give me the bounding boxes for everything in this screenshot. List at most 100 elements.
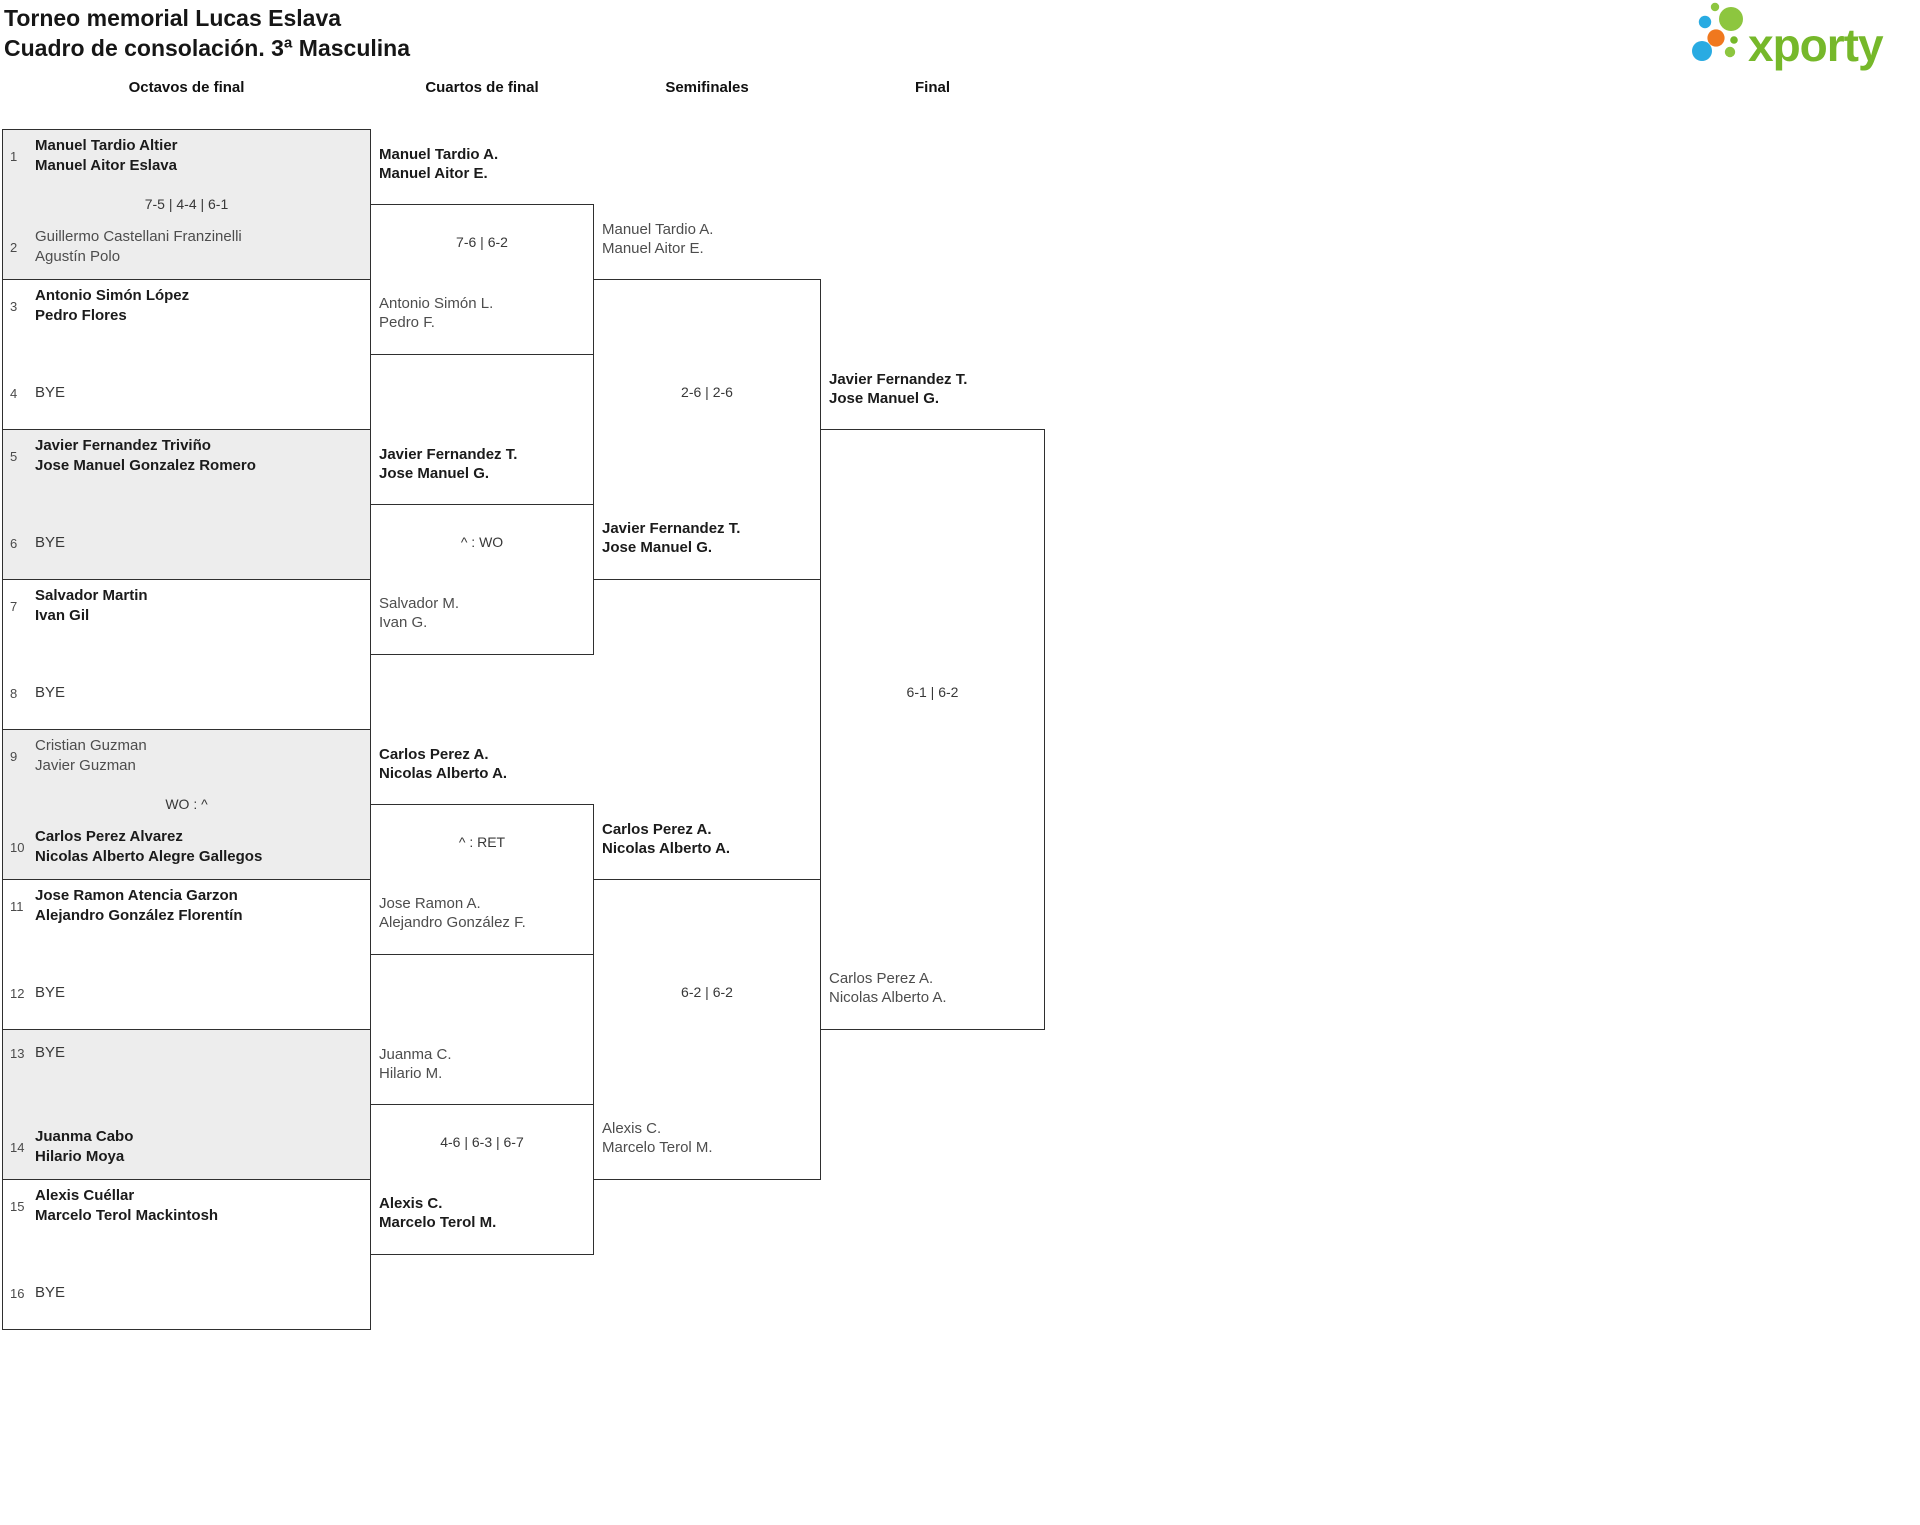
player-name: Javier Fernandez T. [602,520,741,537]
player-name: Hilario M. [379,1065,443,1082]
logo-dot [1698,15,1712,29]
xporty-logo[interactable]: xporty [1684,0,1920,72]
logo-dot [1692,41,1712,61]
player-name: Carlos Perez A. [829,970,934,987]
player-name: Jose Ramon Atencia Garzon [35,887,238,904]
player-name: Alejandro González Florentín [35,907,243,924]
team-names: Jose Ramon Atencia Garzon Alejandro Gonz… [35,886,243,926]
team-names: Alexis Cuéllar Marcelo Terol Mackintosh [35,1186,218,1226]
seed-number: 13 [10,1045,25,1061]
player-name: Ivan G. [379,614,428,631]
team-names: Jose Ramon A. Alejandro González F. [379,894,526,932]
player-name: Alejandro González F. [379,914,526,931]
team-names: Alexis C. Marcelo Terol M. [602,1119,713,1157]
team-entry: 2 Guillermo Castellani Franzinelli Agust… [10,227,363,267]
seed-number: 4 [10,385,18,401]
team-names: Javier Fernandez T. Jose Manuel G. [602,519,740,557]
player-name: Antonio Simón L. [379,295,494,312]
player-name: Nicolas Alberto Alegre Gallegos [35,848,263,865]
match-score: WO : ^ [165,796,208,812]
match-score: 6-1 | 6-2 [906,683,959,700]
team-entry: 1 Manuel Tardio Altier Manuel Aitor Esla… [10,136,363,176]
match-score: 4-6 | 6-3 | 6-7 [440,1133,524,1150]
r16-match-8: 15 Alexis Cuéllar Marcelo Terol Mackinto… [2,1179,371,1330]
seed-number: 16 [10,1285,25,1301]
player-name: Guillermo Castellani Franzinelli [35,228,242,245]
player-name: Carlos Perez A. [379,746,489,763]
team-names: Alexis C. Marcelo Terol M. [379,1194,496,1232]
team-names: Juanma C. Hilario M. [379,1045,452,1083]
team-names: Manuel Tardio A. Manuel Aitor E. [602,220,713,258]
team-entry: 15 Alexis Cuéllar Marcelo Terol Mackinto… [10,1186,363,1226]
r16-match-3: 5 Javier Fernandez Triviño Jose Manuel G… [2,429,371,580]
player-name: Jose Ramon A. [379,895,481,912]
team-entry: 9 Cristian Guzman Javier Guzman [10,736,363,776]
seed-number: 6 [10,535,18,551]
player-name: Marcelo Terol Mackintosh [35,1207,219,1224]
team-entry: 5 Javier Fernandez Triviño Jose Manuel G… [10,436,363,476]
logo-dot [1730,36,1738,44]
player-name: Salvador Martin [35,587,148,604]
bye-label: BYE [35,1044,66,1061]
draw-name: Cuadro de consolación. 3ª Masculina [4,35,410,61]
match-score: 2-6 | 2-6 [681,383,733,400]
tournament-name: Torneo memorial Lucas Eslava [4,5,342,31]
round-header-cuartos: Cuartos de final [425,79,539,96]
player-name: Jose Manuel Gonzalez Romero [35,457,256,474]
player-name: Manuel Aitor Eslava [35,157,177,174]
seed-number: 1 [10,148,18,164]
team-entry: 13 BYE [10,1043,363,1063]
r16-match-1: 1 Manuel Tardio Altier Manuel Aitor Esla… [2,129,371,280]
bye-label: BYE [35,1284,66,1301]
team-names: Manuel Tardio A. Manuel Aitor E. [379,145,498,183]
logo-dot [1719,7,1743,31]
sf-match-2: Carlos Perez A. Nicolas Alberto A. 6-2 |… [593,821,821,1180]
team-names: Carlos Perez A. Nicolas Alberto A. [602,820,730,858]
player-name: Carlos Perez A. [602,821,712,838]
team-names: Guillermo Castellani Franzinelli Agustín… [35,227,242,267]
seed-number: 10 [10,839,25,855]
player-name: Juanma C. [379,1046,452,1063]
r16-match-6: 11 Jose Ramon Atencia Garzon Alejandro G… [2,879,371,1030]
match-score: 6-2 | 6-2 [681,983,733,1000]
player-name: Carlos Perez Alvarez [35,828,183,845]
logo-dot [1710,2,1720,12]
r16-match-5: 9 Cristian Guzman Javier Guzman WO : ^ 1… [2,729,371,880]
team-entry: 4 BYE [10,383,363,403]
seed-number: 8 [10,685,18,701]
team-names: Salvador M. Ivan G. [379,594,459,632]
logo-dot [1707,29,1725,47]
r16-match-4: 7 Salvador Martin Ivan Gil 8 BYE [2,579,371,730]
player-name: Salvador M. [379,595,460,612]
team-names: Antonio Simón L. Pedro F. [379,294,493,332]
final-match: Javier Fernandez T. Jose Manuel G. 6-1 |… [820,371,1045,1030]
player-name: Antonio Simón López [35,287,190,304]
player-name: Nicolas Alberto A. [829,989,947,1006]
round-header-final: Final [914,79,950,96]
bye-label: BYE [35,534,66,551]
r16-match-2: 3 Antonio Simón López Pedro Flores 4 BYE [2,279,371,430]
player-name: Marcelo Terol M. [379,1214,497,1231]
player-name: Hilario Moya [35,1148,125,1165]
team-names: Javier Fernandez T. Jose Manuel G. [379,445,517,483]
r16-match-7: 13 BYE 14 Juanma Cabo Hilario Moya [2,1029,371,1180]
seed-number: 12 [10,985,25,1001]
team-names: Salvador Martin Ivan Gil [35,586,148,626]
player-name: Manuel Aitor E. [602,240,704,257]
team-entry: 7 Salvador Martin Ivan Gil [10,586,363,626]
team-entry: 6 BYE [10,533,363,553]
team-names: Antonio Simón López Pedro Flores [35,286,189,326]
bye-label: BYE [35,384,66,401]
logo-text: xporty [1748,19,1884,71]
player-name: Javier Guzman [35,757,136,774]
match-score: 7-5 | 4-4 | 6-1 [144,196,229,212]
qf-match-4: Juanma C. Hilario M. 4-6 | 6-3 | 6-7 Ale… [370,1046,594,1255]
team-entry: 3 Antonio Simón López Pedro Flores [10,286,363,326]
team-names: Javier Fernandez T. Jose Manuel G. [829,370,967,408]
bye-label: BYE [35,984,66,1001]
team-names: Manuel Tardio Altier Manuel Aitor Eslava [35,136,178,176]
seed-number: 11 [10,898,24,914]
logo-dot [1724,46,1736,58]
player-name: Cristian Guzman [35,737,147,754]
